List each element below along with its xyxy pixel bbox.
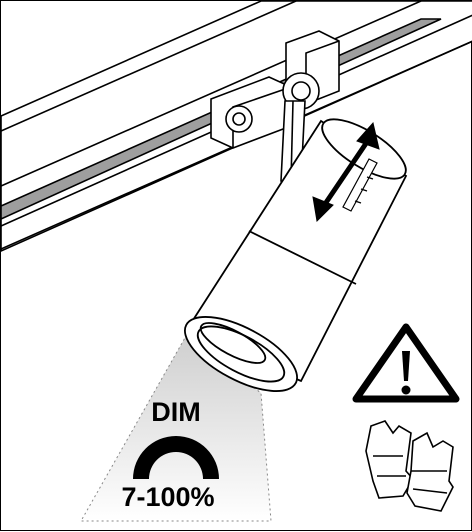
track-adapter	[210, 30, 340, 149]
safety-gloves-icon	[365, 420, 454, 512]
double-arrow-icon	[312, 121, 380, 223]
focus-scale	[342, 158, 378, 212]
warning-triangle-icon	[352, 323, 460, 403]
dim-label: DIM	[151, 397, 201, 427]
light-beam	[80, 335, 272, 522]
dim-range-label: 7-100%	[121, 482, 214, 512]
dimming-arc-icon	[133, 436, 219, 479]
